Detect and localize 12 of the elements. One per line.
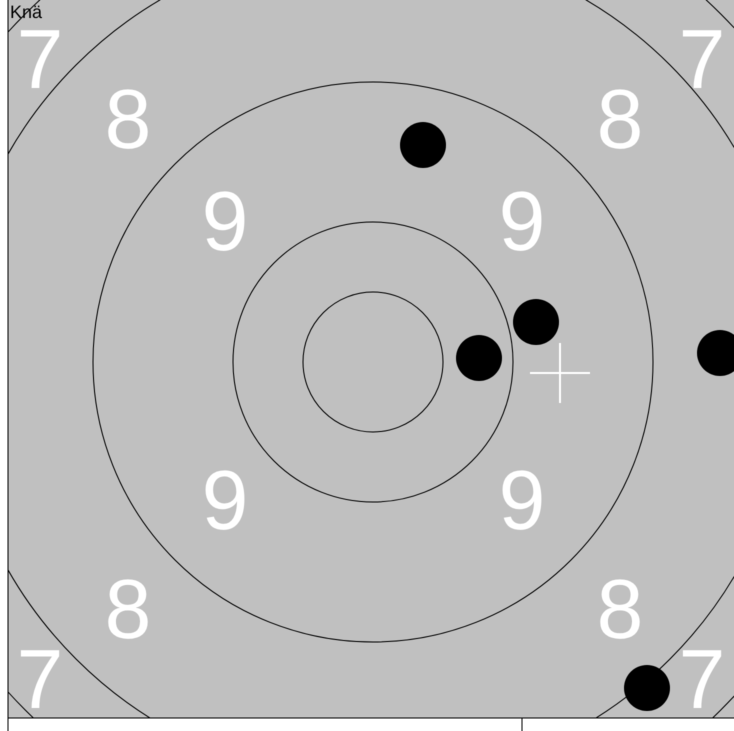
score-number: 8 bbox=[104, 576, 152, 642]
score-number: 7 bbox=[678, 646, 726, 712]
score-number: 7 bbox=[16, 26, 64, 92]
score-number: 7 bbox=[678, 26, 726, 92]
score-number: 9 bbox=[498, 467, 546, 533]
score-number: 9 bbox=[498, 188, 546, 254]
score-number: 7 bbox=[16, 646, 64, 712]
score-number: 8 bbox=[596, 86, 644, 152]
score-number: 9 bbox=[200, 188, 250, 254]
score-number: 8 bbox=[104, 86, 152, 152]
score-number: 9 bbox=[200, 467, 250, 533]
score-number: 8 bbox=[596, 576, 644, 642]
